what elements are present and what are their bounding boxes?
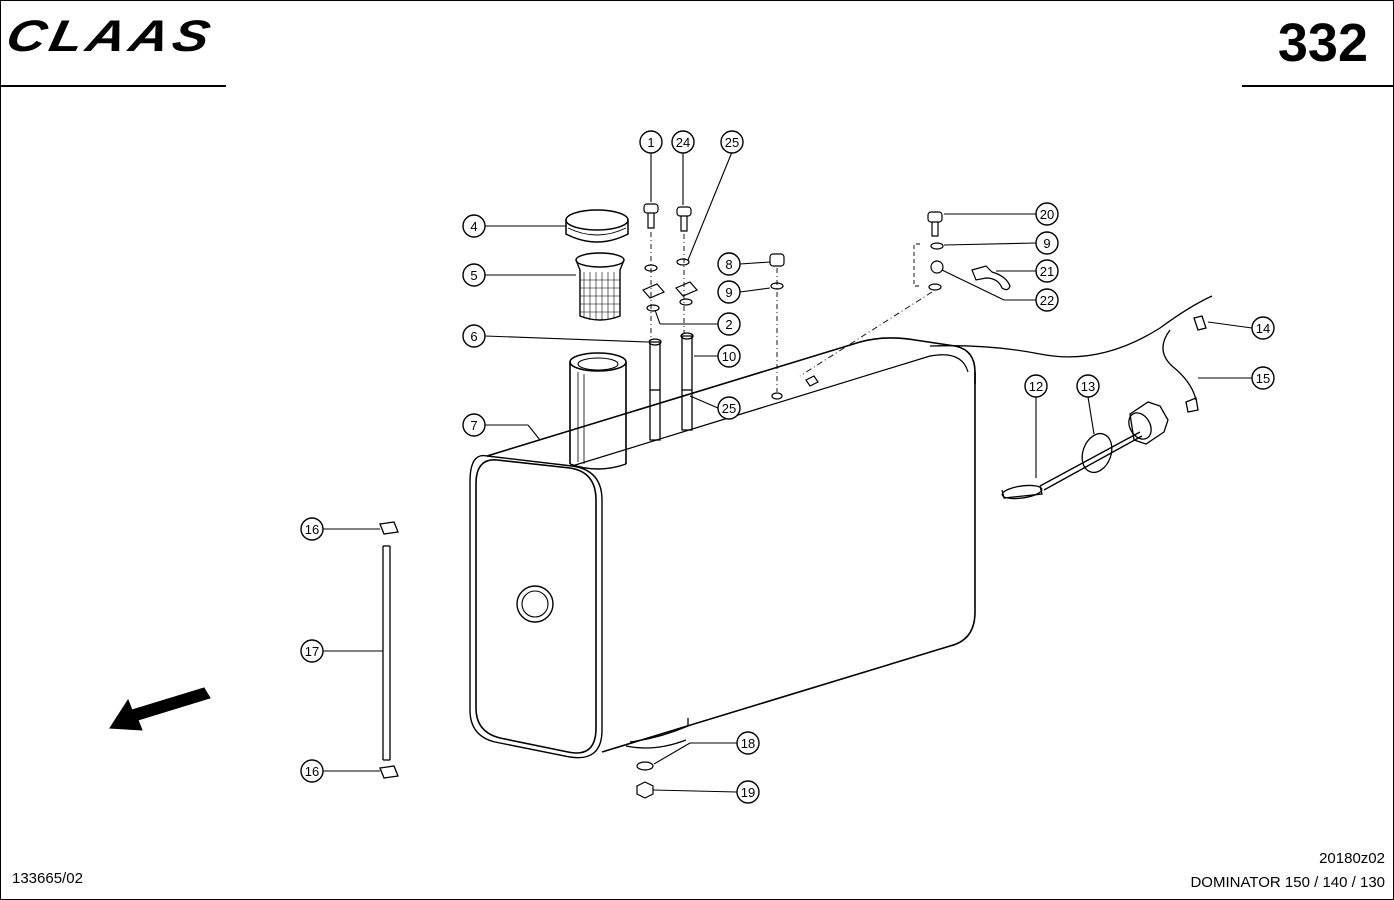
callout-label: 10 xyxy=(722,349,736,364)
callout-c10: 10 xyxy=(717,344,741,368)
callout-label: 16 xyxy=(305,522,319,537)
callout-c16b: 16 xyxy=(300,759,324,783)
illustration-code: 20180z02 xyxy=(1319,850,1385,867)
callout-c4: 4 xyxy=(462,214,486,238)
callout-label: 9 xyxy=(725,285,732,300)
callout-label: 16 xyxy=(305,764,319,779)
callout-c20: 20 xyxy=(1035,202,1059,226)
mounting-bolts xyxy=(642,203,698,340)
callout-c25b: 25 xyxy=(717,396,741,420)
return-hose xyxy=(929,295,1213,413)
callout-c6: 6 xyxy=(462,324,486,348)
callout-c19: 19 xyxy=(736,780,760,804)
callout-label: 20 xyxy=(1040,207,1054,222)
callout-label: 25 xyxy=(722,401,736,416)
leader-lines xyxy=(323,151,1253,793)
callout-label: 25 xyxy=(725,135,739,150)
fuel-level-sender xyxy=(1001,401,1169,500)
drain-plug xyxy=(636,761,654,799)
callout-c15: 15 xyxy=(1251,366,1275,390)
filler-cap xyxy=(565,209,629,243)
brand-underline xyxy=(0,85,226,87)
callout-label: 15 xyxy=(1256,371,1270,386)
callout-label: 24 xyxy=(676,135,690,150)
callout-label: 21 xyxy=(1040,264,1054,279)
vent-plug xyxy=(769,253,785,400)
callout-label: 18 xyxy=(741,736,755,751)
breather-tube xyxy=(379,521,399,779)
callout-c14: 14 xyxy=(1251,316,1275,340)
callout-c22: 22 xyxy=(1035,288,1059,312)
callout-c7: 7 xyxy=(462,413,486,437)
direction-arrow-icon xyxy=(109,687,211,731)
callout-label: 14 xyxy=(1256,321,1270,336)
model-line: DOMINATOR 150 / 140 / 130 xyxy=(1190,874,1385,891)
callout-c21: 21 xyxy=(1035,259,1059,283)
callout-c2: 2 xyxy=(717,312,741,336)
callout-label: 7 xyxy=(470,418,477,433)
callout-label: 19 xyxy=(741,785,755,800)
callout-label: 17 xyxy=(305,644,319,659)
callout-label: 13 xyxy=(1081,379,1095,394)
callout-c13: 13 xyxy=(1076,374,1100,398)
callout-c5: 5 xyxy=(462,263,486,287)
callout-c9b: 9 xyxy=(1035,231,1059,255)
callout-label: 8 xyxy=(725,257,732,272)
callout-c12: 12 xyxy=(1024,374,1048,398)
callout-label: 6 xyxy=(470,329,477,344)
callout-label: 9 xyxy=(1043,236,1050,251)
callout-c17: 17 xyxy=(300,639,324,663)
fuel-tank xyxy=(469,337,976,759)
tank-straps xyxy=(648,332,694,441)
page-number-underline xyxy=(1242,85,1394,87)
callout-c25a: 25 xyxy=(720,130,744,154)
callout-c9a: 9 xyxy=(717,280,741,304)
callout-c16a: 16 xyxy=(300,517,324,541)
filler-strainer xyxy=(575,252,625,321)
callout-c8: 8 xyxy=(717,252,741,276)
callout-label: 22 xyxy=(1040,293,1054,308)
callout-label: 2 xyxy=(725,317,732,332)
document-code: 133665/02 xyxy=(12,870,83,887)
callout-label: 1 xyxy=(647,135,654,150)
callout-c1: 1 xyxy=(639,130,663,154)
callout-label: 12 xyxy=(1029,379,1043,394)
return-line-fitting xyxy=(799,211,1011,387)
callout-c18: 18 xyxy=(736,731,760,755)
callout-label: 5 xyxy=(470,268,477,283)
callout-c24: 24 xyxy=(671,130,695,154)
callout-label: 4 xyxy=(470,219,477,234)
page-number: 332 xyxy=(1277,13,1368,73)
